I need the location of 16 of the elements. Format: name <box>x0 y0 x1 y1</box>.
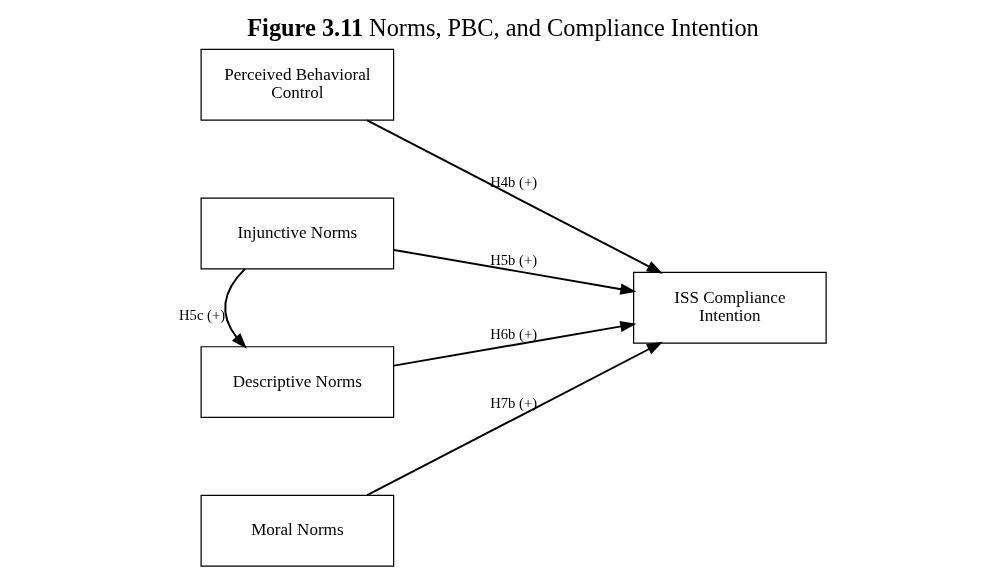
arrow <box>392 248 636 295</box>
edge-label: H6b (+) <box>489 325 537 342</box>
node-box: ISS Compliance Intention <box>632 271 827 344</box>
arrow <box>365 119 663 274</box>
node-box: Moral Norms <box>200 494 394 567</box>
edge-label: H4b (+) <box>489 173 537 190</box>
diagram-title: Figure 3.11 Norms, PBC, and Compliance Intention <box>246 14 759 42</box>
node-box: Descriptive Norms <box>200 346 394 419</box>
node-box: Injunctive Norms <box>200 197 394 270</box>
arrow <box>365 341 663 497</box>
edge-label: H5b (+) <box>489 251 537 268</box>
node-box: Perceived Behavioral Control <box>200 48 394 121</box>
arrow <box>223 267 247 349</box>
arrow <box>392 320 636 367</box>
edge-label: H7b (+) <box>489 395 537 412</box>
edge-label: H5c (+) <box>178 306 225 323</box>
